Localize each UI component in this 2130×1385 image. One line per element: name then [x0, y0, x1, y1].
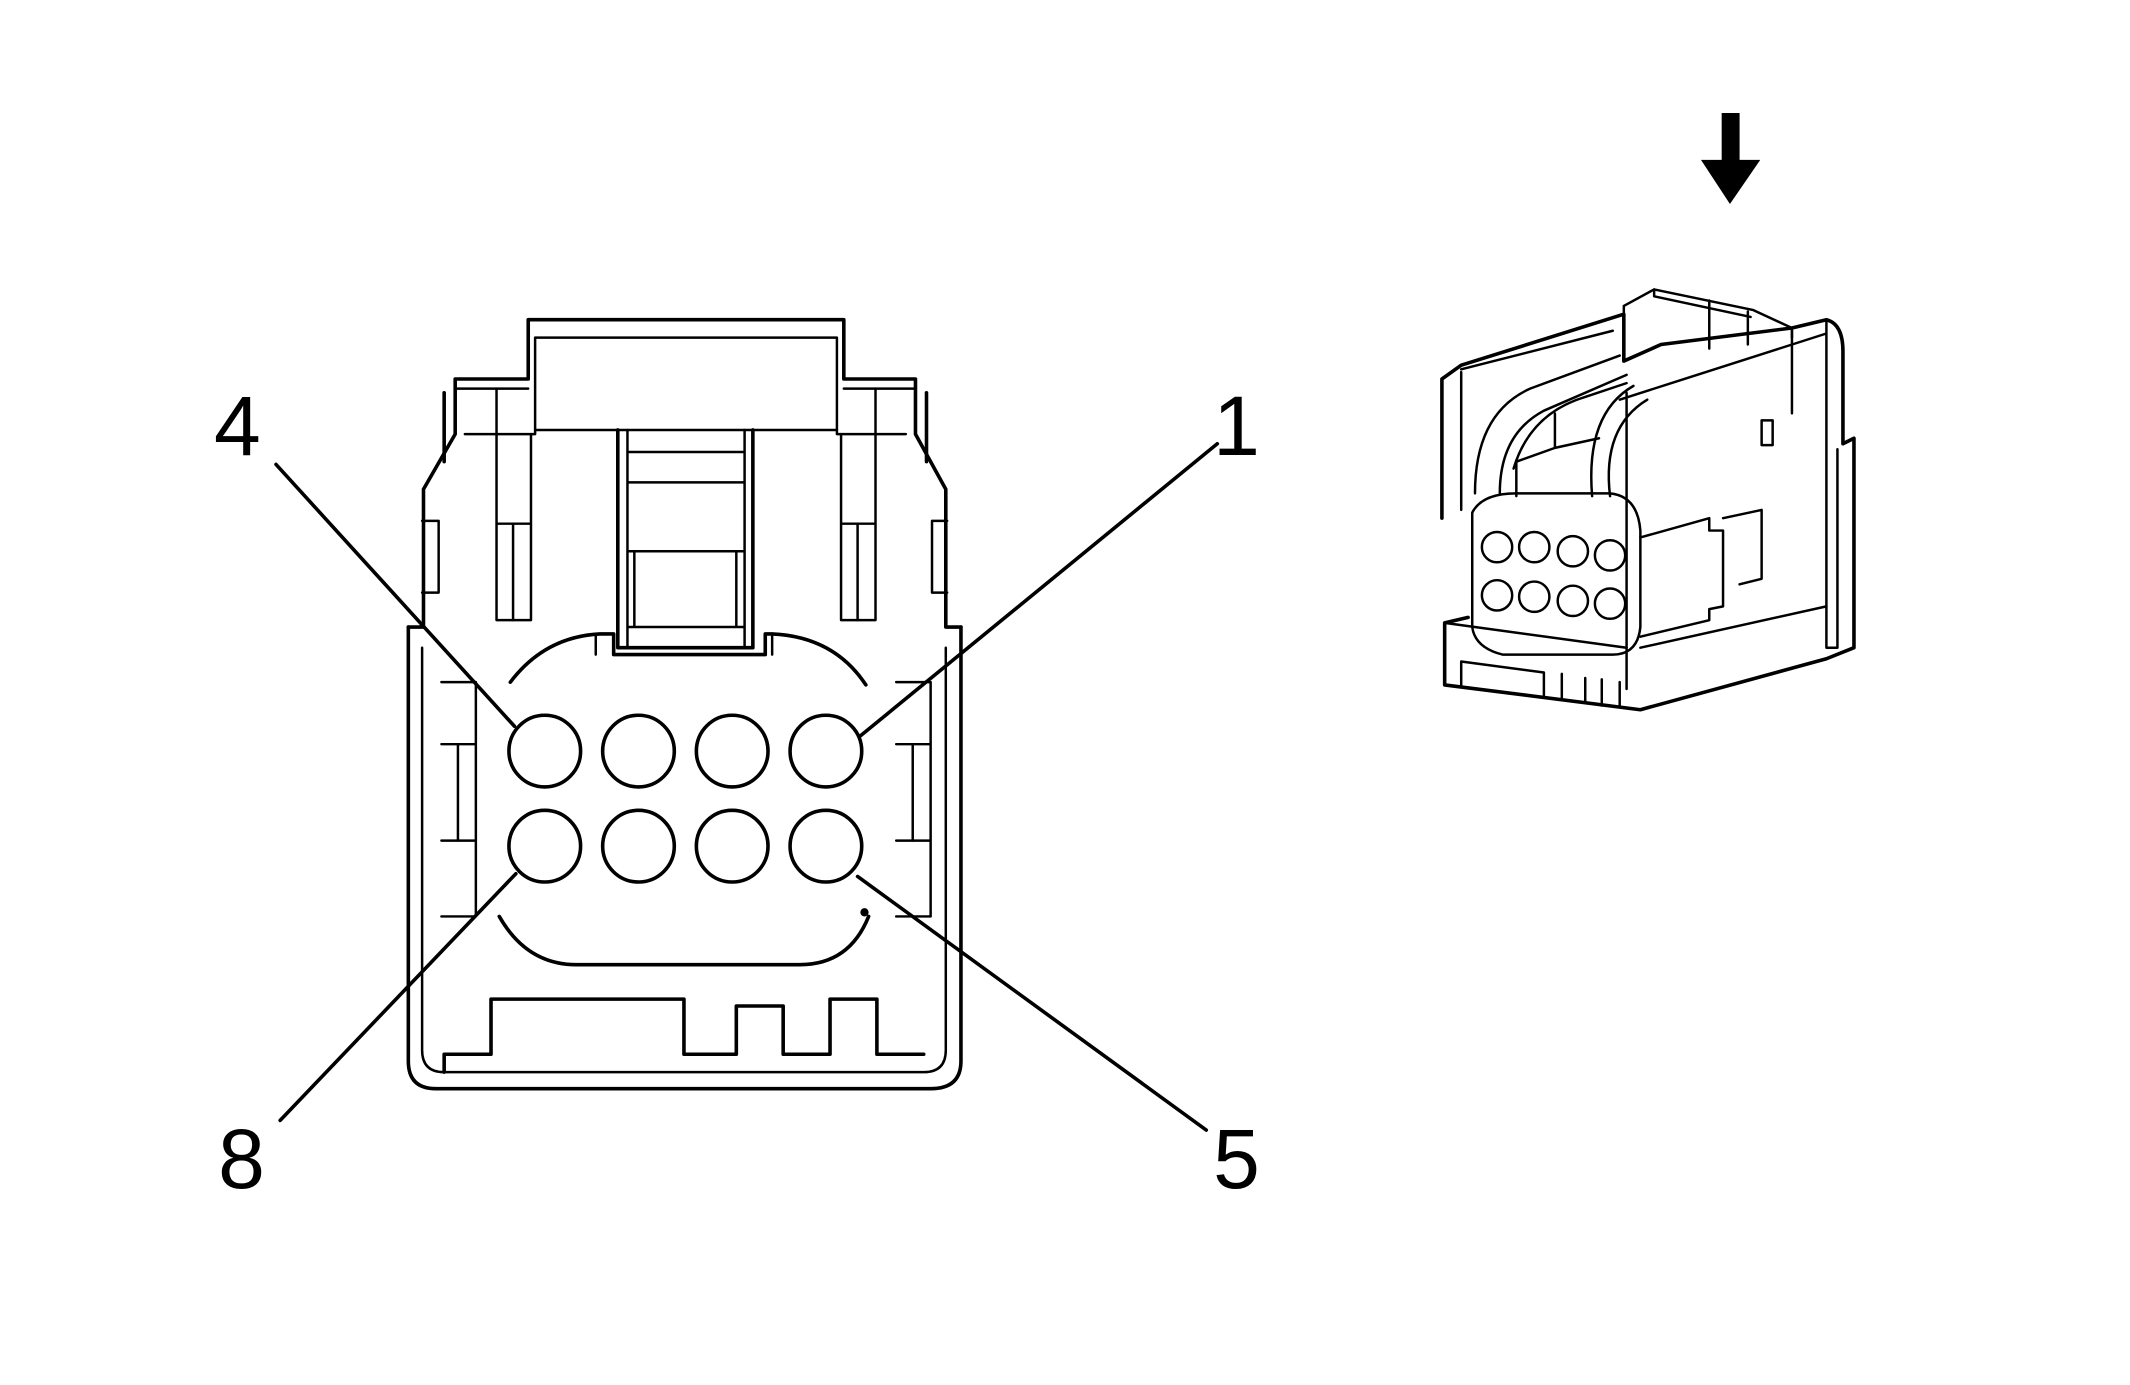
leader-pin-4 — [274, 462, 517, 729]
housing-inner-outline — [420, 646, 948, 1074]
pin-8 — [507, 808, 583, 884]
arrow-down-icon — [1700, 113, 1761, 204]
pin-7 — [600, 808, 677, 884]
pin-2 — [694, 713, 770, 789]
pin-5 — [788, 808, 864, 884]
housing-outline — [406, 625, 963, 1091]
bottom-key-slots — [442, 997, 926, 1074]
top-latch — [406, 317, 963, 629]
lock-tab — [616, 428, 755, 650]
callout-pin-8: 8 — [218, 1112, 265, 1206]
iso-housing — [1440, 312, 1856, 712]
pin-array — [507, 713, 864, 884]
pin-3 — [600, 713, 677, 789]
pin-4 — [507, 713, 583, 789]
iso-pin-array — [1480, 530, 1627, 621]
connector-face-view: 4 1 8 5 — [214, 317, 1260, 1206]
connector-isometric-view — [1440, 113, 1856, 712]
leader-pin-5 — [855, 874, 1209, 1132]
leader-pin-1 — [858, 441, 1220, 738]
leader-pin-8 — [278, 871, 518, 1123]
callout-pin-4: 4 — [214, 379, 261, 473]
callout-pin-5: 5 — [1213, 1112, 1260, 1206]
pin-1 — [788, 713, 864, 789]
pin-cavity — [508, 632, 868, 687]
pin-6 — [694, 808, 770, 884]
callout-pin-1: 1 — [1213, 379, 1260, 473]
